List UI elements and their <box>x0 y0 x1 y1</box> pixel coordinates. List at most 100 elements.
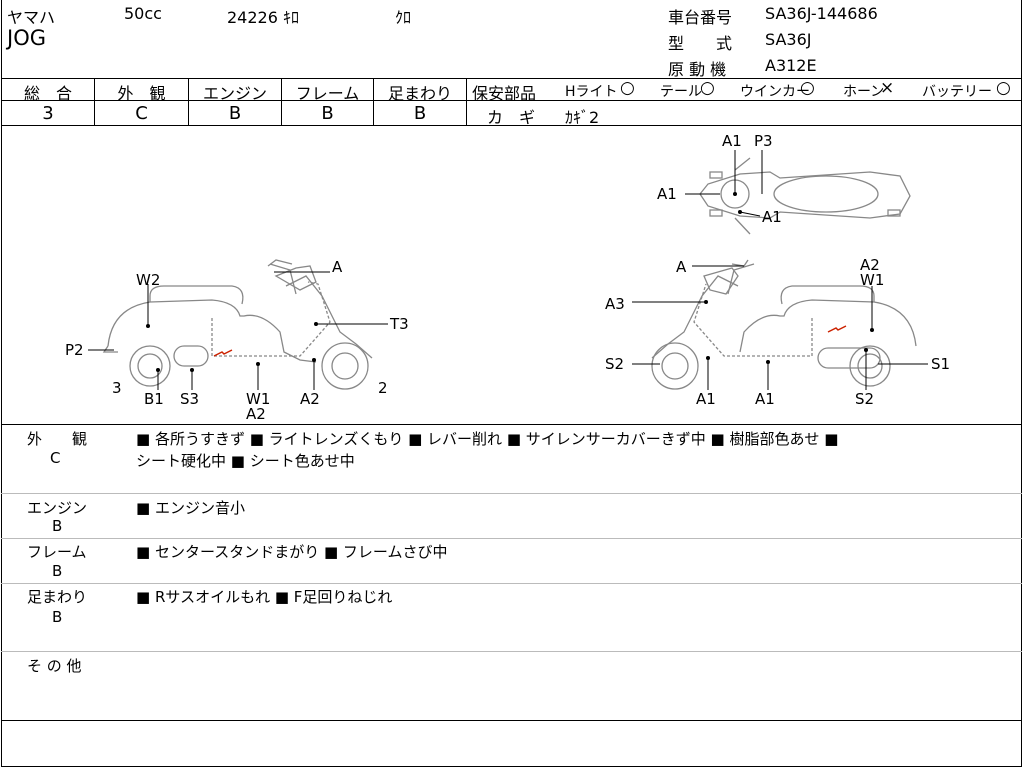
left-decal <box>213 349 233 357</box>
type-label: 型 式 <box>668 34 733 53</box>
grade-label-exterior: 外 観 <box>117 84 166 103</box>
mileage: 24226 ｷﾛ <box>227 8 299 27</box>
frame-no-label: 車台番号 <box>668 8 733 27</box>
right-handlebar <box>731 259 749 267</box>
engine-label: 原 動 機 <box>668 60 727 79</box>
right-floor-dashed <box>693 283 813 357</box>
mark-b1: B1 <box>144 390 164 408</box>
left-headset <box>274 265 317 291</box>
displacement: 50cc <box>124 4 162 23</box>
right-front-wheel <box>651 342 699 390</box>
section-title-engine: エンジン <box>27 499 88 517</box>
section-grade-engine: B <box>52 517 63 535</box>
section-title-exterior: 外 観 <box>27 430 88 448</box>
grade-label-suspension: 足まわり <box>387 84 452 103</box>
rule <box>466 78 467 125</box>
rule <box>94 78 95 125</box>
right-headset <box>703 267 739 295</box>
mark-a-right: A <box>676 258 687 276</box>
mark-front-2: 2 <box>378 379 388 397</box>
engine-value: A312E <box>765 56 817 75</box>
safety-label: 保安部品 <box>472 84 537 103</box>
safety-mark-headlight: ○ <box>620 78 635 98</box>
top-body-outline <box>699 171 911 219</box>
rule <box>281 78 282 125</box>
mark-s2-right-b: S2 <box>855 390 874 408</box>
left-seat <box>149 285 244 305</box>
type-value: SA36J <box>765 30 812 49</box>
rule <box>373 78 374 125</box>
mark-a3: A3 <box>605 295 625 313</box>
section-grade-exterior: C <box>50 449 61 467</box>
left-body-outline <box>107 299 317 363</box>
grade-value-total: 3 <box>42 103 54 124</box>
grade-value-exterior: C <box>135 103 148 124</box>
mark-w2: W2 <box>136 271 160 289</box>
left-handlebar-stem <box>269 263 297 295</box>
left-rear-wheel <box>129 345 171 387</box>
top-seat <box>773 175 879 213</box>
mark-rear-3: 3 <box>112 379 122 397</box>
section-note-engine-1: ■ エンジン音小 <box>136 499 245 517</box>
left-floor-dashed <box>211 281 331 357</box>
right-body-outline <box>739 299 917 353</box>
rule <box>1 100 466 101</box>
top-handlebars <box>734 157 751 235</box>
safety-item-tail: テール <box>660 84 702 100</box>
grade-label-frame: フレーム <box>295 84 360 103</box>
rule <box>1 125 1022 126</box>
mark-t3: T3 <box>389 315 409 333</box>
frame-no: SA36J-144686 <box>765 4 878 23</box>
left-rear-hub <box>137 353 163 379</box>
grade-value-frame: B <box>321 103 334 124</box>
section-grade-frame: B <box>52 562 63 580</box>
right-seat <box>780 285 875 305</box>
mark-s2-right: S2 <box>605 355 624 373</box>
section-title-frame: フレーム <box>27 543 87 561</box>
safety-item-horn: ホーン <box>843 84 885 100</box>
left-tail <box>102 345 118 353</box>
section-note-frame-1: ■ センタースタンドまがり ■ フレームさび中 <box>136 543 448 561</box>
mark-s1: S1 <box>931 355 950 373</box>
rule <box>1 78 1022 79</box>
top-mirror <box>709 171 723 179</box>
left-front-hub <box>331 352 359 380</box>
rule <box>1 424 1022 425</box>
top-tail <box>887 209 901 217</box>
rule <box>188 78 189 125</box>
safety-mark-winker: ○ <box>800 78 815 98</box>
safety-item-headlight: Hライト <box>565 84 618 100</box>
rule <box>1 720 1022 721</box>
damage-diagram: W2 A T3 P2 3 B1 S3 W1 A2 A2 2 A A2 W1 A3… <box>65 132 950 423</box>
rule <box>466 100 1022 101</box>
right-front-hub <box>661 352 689 380</box>
mark-a-left: A <box>332 258 343 276</box>
mark-a1-right-b: A1 <box>755 390 775 408</box>
color: ｸﾛ <box>395 8 412 27</box>
rule <box>1 493 1022 494</box>
mark-a2-left-b: A2 <box>246 405 266 423</box>
rule <box>1 651 1022 652</box>
mark-p3: P3 <box>754 132 773 150</box>
mark-a2-right: A2 <box>860 256 880 274</box>
mark-a1-right: A1 <box>696 390 716 408</box>
model-name: JOG <box>7 26 46 50</box>
top-mirror <box>709 209 723 217</box>
right-rear-wheel <box>849 345 891 387</box>
grade-value-engine: B <box>228 103 242 124</box>
right-muffler <box>817 347 881 369</box>
mark-w1-left: W1 <box>246 390 270 408</box>
safety-item-battery: バッテリー <box>922 84 992 100</box>
rule <box>1 538 1022 539</box>
section-note-exterior-2: シート硬化中 ■ シート色あせ中 <box>136 452 355 470</box>
section-grade-suspension: B <box>52 608 63 626</box>
mark-a1-top: A1 <box>722 132 742 150</box>
rule <box>1 583 1022 584</box>
mark-a1-top-left: A1 <box>657 185 677 203</box>
safety-mark-battery: ○ <box>996 78 1011 98</box>
safety-item-winker: ウインカー <box>740 84 810 100</box>
mark-p2: P2 <box>65 341 84 359</box>
mark-a1-top-bottom: A1 <box>762 208 782 226</box>
safety-mark-horn: × <box>880 78 895 98</box>
grade-label-engine: エンジン <box>202 84 267 103</box>
